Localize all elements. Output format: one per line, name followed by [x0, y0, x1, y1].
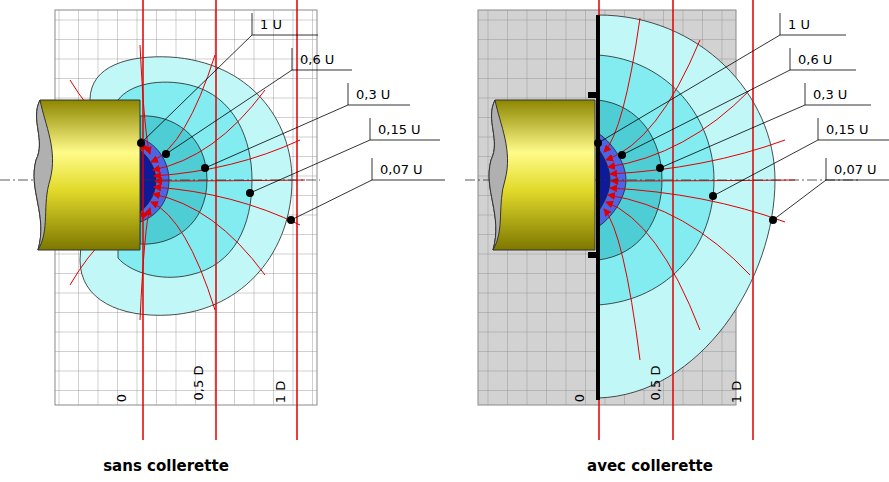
flow-line: [153, 194, 265, 275]
pipe-break: [489, 100, 507, 250]
flow-line: [606, 202, 700, 330]
pipe: [489, 100, 595, 250]
flow-line: [608, 90, 750, 167]
callout-dots: [137, 139, 777, 224]
distance-label: 0,5 D: [648, 366, 664, 401]
distance-label: 0: [572, 394, 588, 402]
velocity-label: 0,6 U: [798, 52, 832, 68]
velocity-zones: [598, 15, 775, 398]
velocity-label: 0,15 U: [826, 122, 869, 138]
distance-label: 0,5 D: [191, 366, 207, 401]
velocity-label: 0,3 U: [356, 87, 390, 103]
distance-lines: [143, 0, 753, 440]
distance-label: 1 D: [273, 381, 289, 403]
velocity-label: 0,15 U: [378, 122, 421, 138]
panel-title: sans collerette: [103, 458, 229, 474]
flow-line: [604, 209, 640, 360]
flow-line: [154, 187, 300, 225]
velocity-label: 0,07 U: [380, 162, 423, 178]
distance-label: 1 D: [729, 381, 745, 403]
distance-label: 0: [114, 394, 130, 402]
flow-line: [610, 188, 785, 222]
flow-line: [606, 40, 700, 160]
flow-lines: [70, 18, 795, 360]
flow-line: [151, 55, 215, 162]
collar: [588, 15, 600, 400]
flow-line: [140, 45, 150, 154]
panel-title: avec collerette: [587, 458, 713, 474]
velocity-label: 0,3 U: [813, 87, 847, 103]
flow-line: [151, 202, 215, 310]
velocity-label: 0,07 U: [834, 162, 877, 178]
pipe-break: [34, 100, 52, 250]
flow-line: [608, 195, 750, 275]
flow-line: [604, 18, 640, 152]
flow-line: [153, 90, 265, 170]
velocity-label: 1 U: [260, 17, 282, 33]
flow-line: [140, 208, 150, 320]
callout-lines: [141, 13, 889, 220]
pipe: [34, 100, 140, 250]
velocity-label: 0,6 U: [300, 52, 334, 68]
velocity-label: 1 U: [788, 17, 810, 33]
flow-line: [610, 140, 785, 174]
